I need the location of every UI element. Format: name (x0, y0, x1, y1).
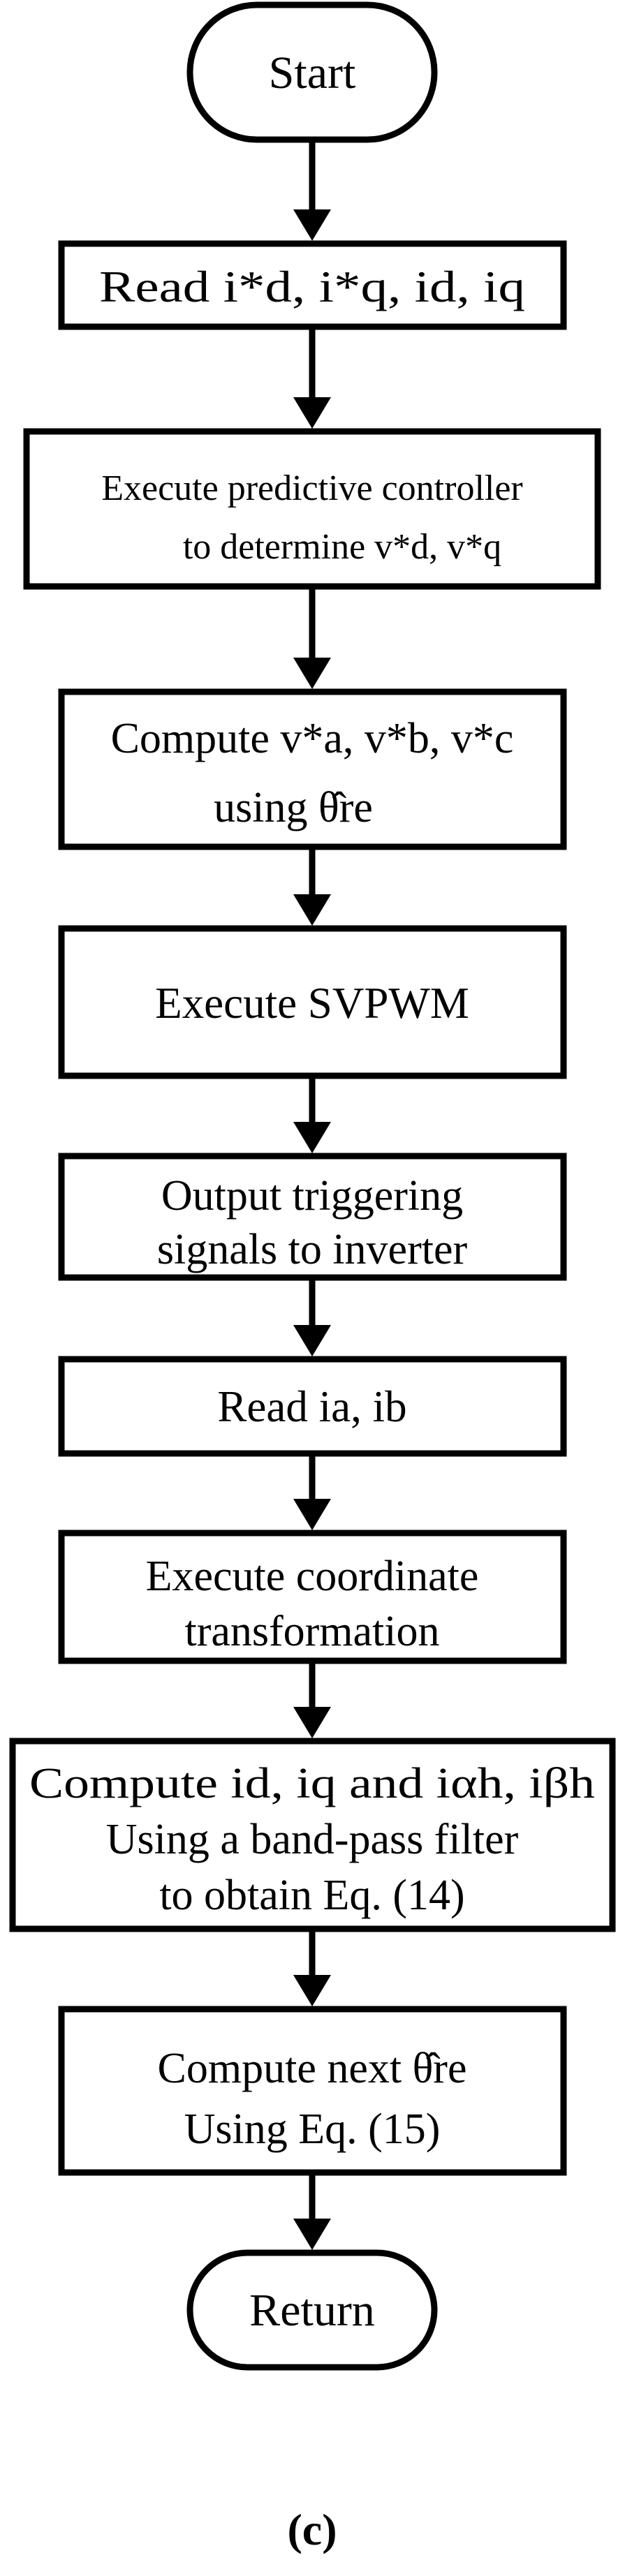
step-9-line-1: Compute next θ̂re (158, 2045, 467, 2092)
step-read-dq-currents: Read i*d, i*q, id, iq (58, 240, 567, 330)
step-predictive-controller: Execute predictive controller to determi… (23, 428, 601, 590)
step-8-line-3: to obtain Eq. (14) (159, 1872, 464, 1919)
arrowhead (293, 658, 331, 689)
step-9-line-2: Using Eq. (15) (184, 2105, 441, 2153)
step-3-line-2: using θ̂re (214, 784, 373, 831)
arrowhead (293, 1325, 331, 1356)
arrowhead (293, 1122, 331, 1153)
step-5-line-2: signals to inverter (157, 1226, 468, 1273)
arrowhead (293, 1975, 331, 2006)
step-2-line-2: to determine v*d, v*q (183, 527, 501, 567)
arrowhead (293, 894, 331, 926)
return-label: Return (249, 2285, 375, 2336)
arrowhead (293, 2219, 331, 2250)
step-compute-next-theta: Compute next θ̂re Using Eq. (15) (58, 2006, 567, 2176)
step-band-pass-filter: Compute id, iq and iαh, iβh Using a band… (9, 1738, 616, 1932)
arrowhead (293, 1499, 331, 1530)
figure-caption: (c) (287, 2505, 337, 2554)
return-terminal: Return (186, 2249, 438, 2371)
arrowhead (293, 1707, 331, 1738)
arrowhead (293, 397, 331, 429)
arrowheads (293, 209, 331, 2250)
step-compute-abc-voltages: Compute v*a, v*b, v*c using θ̂re (58, 688, 567, 850)
step-5-line-1: Output triggering (161, 1172, 463, 1220)
step-4-line-1: Execute SVPWM (155, 979, 469, 1028)
step-3-line-1: Compute v*a, v*b, v*c (111, 715, 514, 762)
step-1-line-1: Read i*d, i*q, id, iq (99, 262, 525, 311)
step-7-line-1: Execute coordinate (146, 1553, 479, 1600)
step-8-line-2: Using a band-pass filter (106, 1816, 519, 1863)
arrowhead (293, 209, 331, 241)
start-terminal: Start (186, 1, 438, 143)
step-2-line-1: Execute predictive controller (101, 468, 522, 508)
start-label: Start (269, 47, 356, 98)
step-coordinate-transformation: Execute coordinate transformation (58, 1530, 567, 1664)
step-6-line-1: Read ia, ib (217, 1382, 406, 1431)
step-execute-svpwm: Execute SVPWM (58, 925, 567, 1079)
step-output-triggering: Output triggering signals to inverter (58, 1153, 567, 1281)
step-read-ab-currents: Read ia, ib (58, 1356, 567, 1457)
step-8-line-1: Compute id, iq and iαh, iβh (29, 1760, 595, 1807)
step-7-line-2: transformation (184, 1608, 439, 1655)
